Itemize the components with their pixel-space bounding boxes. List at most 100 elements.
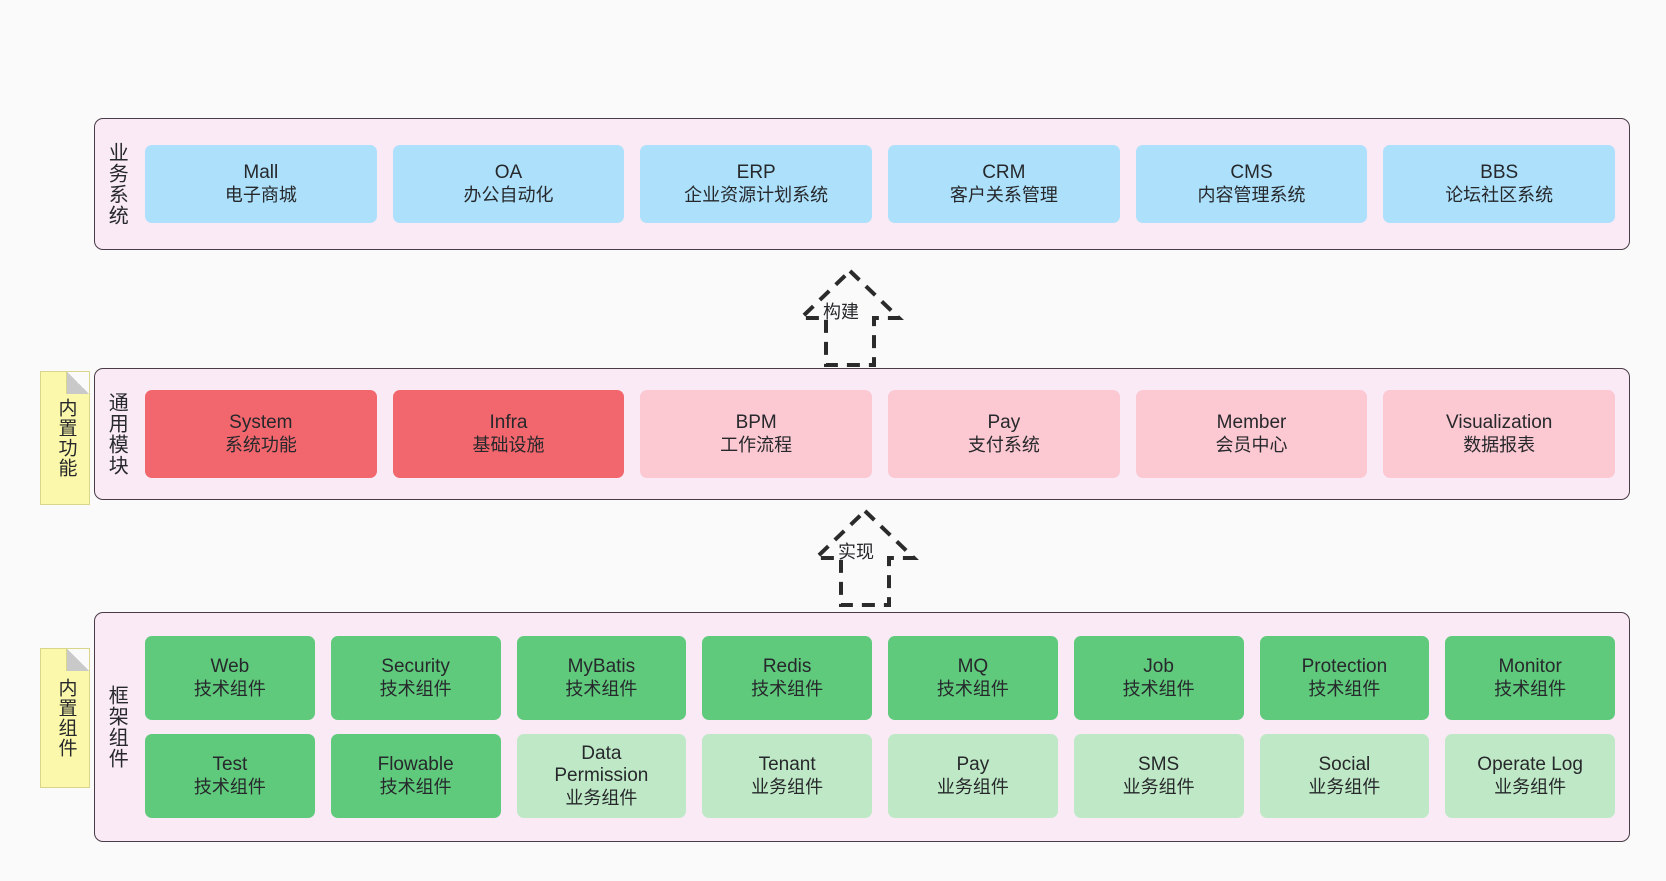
connector-label-implement: 实现: [838, 542, 874, 562]
card-title: MyBatis: [567, 656, 636, 678]
sticky-note-builtin-components: 内置组件: [40, 648, 90, 788]
card-title: Visualization: [1446, 412, 1553, 434]
sticky-note-builtin-features: 内置功能: [40, 371, 90, 505]
layer-title-modules: 通用模块: [105, 392, 128, 476]
card-subtitle: 技术组件: [936, 678, 1009, 699]
card-title: Web: [210, 656, 250, 678]
card-erp[interactable]: ERP 企业资源计划系统: [640, 145, 873, 223]
card-pay-module[interactable]: Pay 支付系统: [888, 390, 1120, 478]
card-subtitle: 企业资源计划系统: [684, 184, 829, 205]
card-bbs[interactable]: BBS 论坛社区系统: [1383, 145, 1616, 223]
layer-common-modules: 通用模块 System 系统功能 Infra 基础设施 BPM 工作流程 Pay…: [94, 368, 1630, 500]
layer-body-modules: System 系统功能 Infra 基础设施 BPM 工作流程 Pay 支付系统…: [137, 369, 1629, 499]
layer-title-framework: 框架组件: [105, 685, 128, 769]
card-subtitle: 系统功能: [224, 434, 297, 455]
layer-body-business: Mall 电子商城 OA 办公自动化 ERP 企业资源计划系统 CRM 客户关系…: [137, 119, 1629, 249]
card-title: Member: [1216, 412, 1287, 434]
card-flowable[interactable]: Flowable 技术组件: [330, 734, 501, 818]
card-subtitle: 技术组件: [379, 776, 452, 797]
card-subtitle: 基础设施: [472, 434, 545, 455]
card-title: Pay: [987, 412, 1021, 434]
card-pay-component[interactable]: Pay 业务组件: [888, 734, 1058, 818]
card-test[interactable]: Test 技术组件: [145, 734, 315, 818]
card-title-line2: Permission: [554, 765, 649, 787]
card-mall[interactable]: Mall 电子商城: [145, 145, 377, 223]
card-job[interactable]: Job 技术组件: [1073, 636, 1244, 720]
card-subtitle: 内容管理系统: [1197, 184, 1306, 205]
card-oa[interactable]: OA 办公自动化: [392, 145, 625, 223]
card-subtitle: 支付系统: [967, 434, 1040, 455]
layer-business-systems: 业务系统 Mall 电子商城 OA 办公自动化 ERP 企业资源计划系统 CRM…: [94, 118, 1630, 250]
card-subtitle: 业务组件: [1122, 776, 1195, 797]
card-subtitle: 业务组件: [1308, 776, 1381, 797]
connector-label-build: 构建: [823, 302, 859, 322]
framework-row-business: Test 技术组件 Flowable 技术组件 Data Permission …: [145, 734, 1615, 818]
card-cms[interactable]: CMS 内容管理系统: [1135, 145, 1368, 223]
layer-body-framework: Web 技术组件 Security 技术组件 MyBatis 技术组件 Redi…: [137, 613, 1629, 841]
card-title: OA: [494, 162, 523, 184]
card-subtitle: 技术组件: [1122, 678, 1195, 699]
card-title: ERP: [736, 162, 776, 184]
card-tenant[interactable]: Tenant 业务组件: [702, 734, 872, 818]
card-sms[interactable]: SMS 业务组件: [1073, 734, 1244, 818]
card-title: CRM: [982, 162, 1026, 184]
card-subtitle: 电子商城: [224, 184, 297, 205]
framework-row-technical: Web 技术组件 Security 技术组件 MyBatis 技术组件 Redi…: [145, 636, 1615, 720]
card-subtitle: 工作流程: [720, 434, 793, 455]
card-subtitle: 技术组件: [1494, 678, 1567, 699]
card-member[interactable]: Member 会员中心: [1135, 390, 1368, 478]
card-title: Monitor: [1498, 656, 1562, 678]
card-title: MQ: [957, 656, 989, 678]
card-title: Mall: [243, 162, 279, 184]
card-web[interactable]: Web 技术组件: [145, 636, 315, 720]
card-title: BPM: [735, 412, 777, 434]
card-bpm[interactable]: BPM 工作流程: [640, 390, 873, 478]
card-subtitle: 业务组件: [751, 776, 824, 797]
card-subtitle: 技术组件: [565, 678, 638, 699]
card-title: Data: [581, 742, 622, 764]
card-operate-log[interactable]: Operate Log 业务组件: [1445, 734, 1615, 818]
layer-framework-components: 框架组件 Web 技术组件 Security 技术组件 MyBatis 技术组件…: [94, 612, 1630, 842]
card-visualization[interactable]: Visualization 数据报表: [1383, 390, 1616, 478]
card-title: Job: [1143, 656, 1174, 678]
card-redis[interactable]: Redis 技术组件: [702, 636, 872, 720]
card-title: System: [229, 412, 293, 434]
card-mybatis[interactable]: MyBatis 技术组件: [516, 636, 687, 720]
card-title: Operate Log: [1477, 754, 1583, 776]
card-infra[interactable]: Infra 基础设施: [392, 390, 625, 478]
layer-title-business: 业务系统: [105, 142, 128, 226]
card-title: Pay: [956, 754, 990, 776]
card-subtitle: 数据报表: [1463, 434, 1536, 455]
card-title: Protection: [1301, 656, 1388, 678]
card-subtitle: 会员中心: [1215, 434, 1288, 455]
card-title: Infra: [489, 412, 528, 434]
card-subtitle: 论坛社区系统: [1445, 184, 1554, 205]
card-crm[interactable]: CRM 客户关系管理: [888, 145, 1120, 223]
card-subtitle: 业务组件: [936, 776, 1009, 797]
card-subtitle: 技术组件: [751, 678, 824, 699]
card-subtitle: 技术组件: [379, 678, 452, 699]
card-title: SMS: [1138, 754, 1180, 776]
card-security[interactable]: Security 技术组件: [330, 636, 501, 720]
card-system[interactable]: System 系统功能: [145, 390, 377, 478]
card-title: Security: [381, 656, 450, 678]
card-subtitle: 技术组件: [1308, 678, 1381, 699]
card-title: Redis: [762, 656, 812, 678]
card-subtitle: 办公自动化: [463, 184, 554, 205]
card-title: Tenant: [758, 754, 816, 776]
card-subtitle: 业务组件: [1494, 776, 1567, 797]
card-subtitle: 技术组件: [193, 678, 266, 699]
card-protection[interactable]: Protection 技术组件: [1259, 636, 1430, 720]
card-subtitle: 客户关系管理: [949, 184, 1058, 205]
card-data-permission[interactable]: Data Permission 业务组件: [516, 734, 687, 818]
card-title: Flowable: [377, 754, 454, 776]
card-monitor[interactable]: Monitor 技术组件: [1445, 636, 1615, 720]
card-title: BBS: [1480, 162, 1519, 184]
card-title: Test: [212, 754, 248, 776]
card-subtitle: 业务组件: [565, 787, 638, 808]
card-mq[interactable]: MQ 技术组件: [888, 636, 1058, 720]
card-title: CMS: [1230, 162, 1273, 184]
card-subtitle: 技术组件: [193, 776, 266, 797]
card-social[interactable]: Social 业务组件: [1259, 734, 1430, 818]
